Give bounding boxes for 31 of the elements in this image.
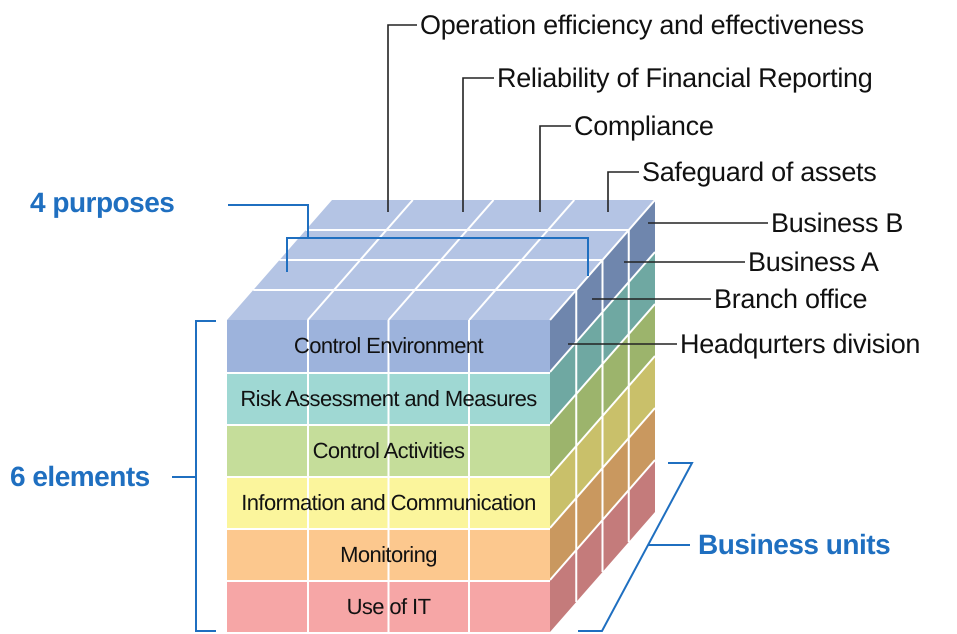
leader-text: Safeguard of assets	[642, 156, 876, 188]
leader-line	[387, 24, 417, 212]
element-band	[227, 320, 550, 372]
leader-text: Business B	[771, 207, 904, 239]
leader-line	[592, 298, 711, 300]
element-band	[227, 528, 550, 580]
element-label: Information and Communication	[241, 490, 536, 516]
element-band	[227, 424, 550, 476]
bracket-label: 6 elements	[10, 461, 150, 493]
leader-text: Reliability of Financial Reporting	[497, 62, 872, 94]
leader-line	[539, 125, 571, 212]
bracket-label: 4 purposes	[30, 187, 174, 219]
leader-text: Headqurters division	[680, 328, 920, 360]
leader-line	[568, 343, 677, 345]
element-label: Monitoring	[340, 542, 437, 568]
element-label: Control Activities	[312, 438, 464, 464]
leader-line	[462, 77, 494, 212]
element-label: Risk Assessment and Measures	[240, 386, 537, 412]
element-band	[227, 372, 550, 424]
element-label: Use of IT	[346, 594, 430, 620]
leader-line	[624, 261, 745, 263]
leader-text: Branch office	[714, 283, 868, 315]
leader-text: Operation efficiency and effectiveness	[420, 9, 864, 41]
element-label: Control Environment	[294, 333, 484, 359]
leader-text: Compliance	[574, 110, 714, 142]
leader-line	[607, 171, 639, 212]
element-band	[227, 580, 550, 632]
leader-text: Business A	[748, 246, 879, 278]
leader-line	[648, 222, 768, 224]
element-band	[227, 476, 550, 528]
bracket-label: Business units	[698, 529, 890, 561]
